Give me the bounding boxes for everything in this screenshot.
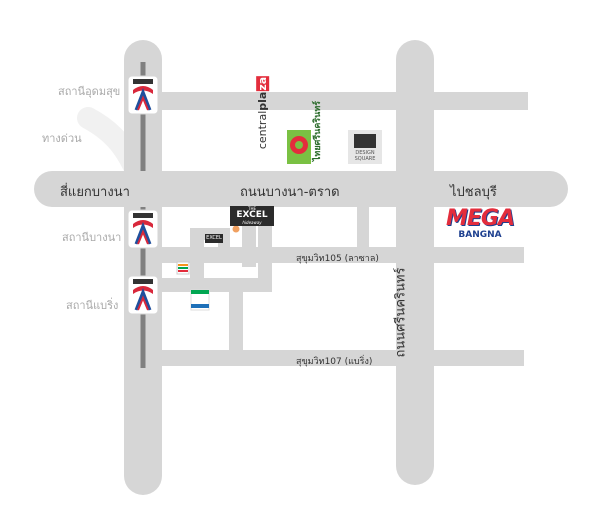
intersection-label: สี่แยกบางนา — [60, 185, 130, 200]
central-plaza-logo: centralplaza — [256, 75, 270, 150]
location-marker — [232, 225, 240, 233]
the-excel-badge: THE EXCEL hideaway — [230, 206, 274, 226]
street-6 — [190, 228, 204, 278]
seven-eleven-icon — [176, 261, 190, 275]
excel-the: THE — [248, 206, 256, 211]
to-chonburi-label: ไปชลบุรี — [450, 185, 497, 200]
station-bearing-label: สถานีแบริ่ง — [66, 299, 119, 312]
street-4 — [258, 207, 272, 292]
central-plaza-text-b: pla — [256, 91, 270, 111]
station-bangna-label: สถานีบางนา — [62, 231, 122, 244]
thaisri-logo: ไทยศรีนครินทร์ — [310, 101, 324, 161]
bts-bearing-icon — [127, 275, 159, 315]
excel-name: EXCEL — [236, 210, 268, 220]
top-road — [152, 92, 528, 110]
central-plaza-text-a: central — [256, 110, 270, 150]
excel-sub: hideaway — [242, 220, 262, 225]
bangna-trad-road — [34, 171, 568, 207]
soi-107-label: สุขุมวิท107 (แบริ่ง) — [296, 357, 373, 367]
srinakarin-label: ถนนศรีนครินทร์ — [393, 267, 409, 358]
expressway-label: ทางด่วน — [42, 132, 82, 145]
excel-shop-text: EXCEL — [206, 235, 222, 241]
station-udomsuk-label: สถานีอุดมสุข — [58, 85, 121, 98]
bts-udomsuk-icon — [127, 75, 159, 115]
mega-text: MEGA — [445, 206, 515, 231]
design-square-text: DESIGN SQUARE — [352, 150, 378, 162]
soi-107-road — [152, 350, 524, 366]
bangna-trad-label: ถนนบางนา-ตราด — [240, 185, 340, 200]
central-plaza-text-c: za — [256, 75, 270, 92]
street-8 — [218, 228, 230, 258]
design-square-logo-icon — [348, 130, 382, 164]
mega-sub-text: BANGNA — [458, 230, 502, 240]
design-square-line1: DESIGN — [355, 150, 375, 156]
bigc-logo-icon — [287, 130, 311, 164]
excel-shop-badge: EXCEL — [205, 234, 223, 243]
familymart-icon — [190, 289, 210, 311]
soi-105-label: สุขุมวิท105 (ลาซาล) — [296, 254, 379, 264]
design-square-line2: SQUARE — [354, 156, 376, 162]
mega-bangna-logo: MEGA BANGNA — [440, 206, 520, 241]
bts-bangna-icon — [127, 209, 159, 249]
thaisri-text: ไทยศรีนครินทร์ — [313, 100, 324, 162]
street-3 — [162, 278, 272, 292]
street-2 — [229, 289, 243, 351]
street-1 — [357, 207, 369, 249]
